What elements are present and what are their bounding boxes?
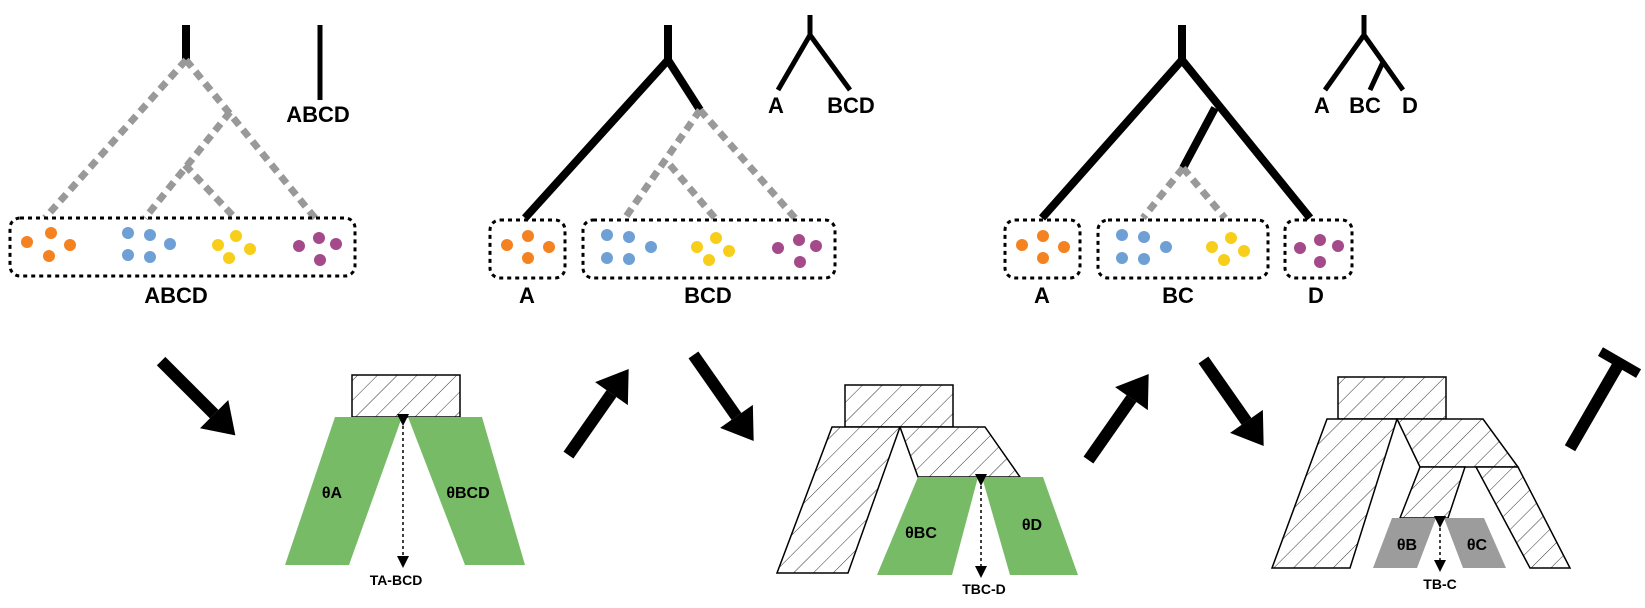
inset-label-bcd: BCD	[827, 93, 875, 118]
lineage-a-block	[1270, 418, 1399, 569]
group-label-bcd: BCD	[684, 283, 732, 308]
inset-label-abcd: ABCD	[286, 102, 350, 127]
arrow-up-1	[563, 369, 629, 459]
dots-yellow	[691, 232, 735, 266]
dashed-branches	[1140, 165, 1228, 221]
group-label-bc: BC	[1162, 283, 1194, 308]
theta-label-bcd: θBCD	[446, 485, 489, 502]
dots-orange	[1016, 230, 1070, 264]
dashed-branches	[42, 57, 318, 221]
dots-blue	[601, 229, 657, 265]
dashed-branches	[622, 107, 798, 221]
inset-label-bc: BC	[1349, 93, 1381, 118]
theta-bcd-block	[408, 417, 525, 565]
stage-1: ABCD ABCD	[8, 25, 357, 308]
theta-c-block	[1444, 518, 1506, 568]
dots-blue	[122, 227, 176, 263]
inset-label-a: A	[1314, 93, 1330, 118]
group-box-bcd	[581, 218, 837, 280]
ancestor-block	[351, 374, 461, 418]
group-label-d: D	[1308, 283, 1324, 308]
group-box-abcd	[8, 216, 357, 278]
lineage-d-block	[1474, 466, 1572, 569]
group-box-d	[1283, 218, 1354, 280]
flow-arrows	[156, 347, 1642, 464]
lineage-bc-block	[1398, 466, 1467, 519]
stage-2: A BCD A BCD	[488, 15, 875, 308]
model-1: θA θBCD TA-BCD	[285, 374, 525, 588]
theta-bc-block	[877, 477, 978, 575]
theta-label-bc: θBC	[905, 525, 937, 542]
stage-1-inset-tree: ABCD	[286, 25, 350, 127]
dots-yellow	[1206, 232, 1250, 266]
theta-d-block	[982, 477, 1078, 575]
dots-yellow	[212, 230, 256, 264]
dots-purple	[772, 234, 822, 268]
theta-label-c: θC	[1467, 537, 1488, 554]
arrow-down-1	[156, 356, 236, 436]
tau-label: TB-C	[1423, 576, 1456, 592]
dots-orange	[21, 227, 76, 262]
tau-label: TA-BCD	[370, 572, 423, 588]
group-label-a: A	[519, 283, 535, 308]
arrow-up-2	[1083, 374, 1149, 464]
dots-purple	[1294, 234, 1344, 268]
stage-2-inset-tree	[775, 15, 853, 92]
ancestor-block	[844, 384, 954, 428]
ancestor-block	[1337, 376, 1447, 420]
group-box-a	[488, 218, 567, 280]
model-2: θBC θD TBC-D	[775, 384, 1078, 597]
group-label-a: A	[1034, 283, 1050, 308]
stage-3-inset-tree	[1322, 15, 1406, 92]
inset-label-a: A	[768, 93, 784, 118]
stage-3: A BC D A BC D	[1003, 15, 1418, 308]
inset-label-d: D	[1402, 93, 1418, 118]
theta-a-block	[285, 417, 402, 565]
tau-label: TBC-D	[962, 581, 1006, 597]
solid-branches	[522, 25, 704, 221]
solid-branches	[1039, 25, 1314, 221]
stop-bar-icon	[1564, 347, 1642, 452]
theta-b-block	[1373, 518, 1436, 568]
theta-label-d: θD	[1022, 517, 1042, 534]
lineage-bcd-block	[898, 426, 1022, 478]
group-box-a	[1003, 218, 1082, 280]
group-label-abcd: ABCD	[144, 283, 208, 308]
dots-blue	[1116, 229, 1172, 265]
model-3: θB θC TB-C	[1270, 376, 1572, 592]
lineage-bcd-block	[1395, 418, 1520, 468]
group-box-bc	[1096, 218, 1270, 280]
arrow-down-3	[1198, 356, 1264, 446]
theta-label-b: θB	[1397, 537, 1417, 554]
dots-orange	[501, 230, 555, 264]
arrow-down-2	[688, 351, 754, 441]
lineage-a-block	[775, 426, 902, 574]
dots-purple	[293, 232, 342, 266]
theta-label-a: θA	[322, 485, 343, 502]
